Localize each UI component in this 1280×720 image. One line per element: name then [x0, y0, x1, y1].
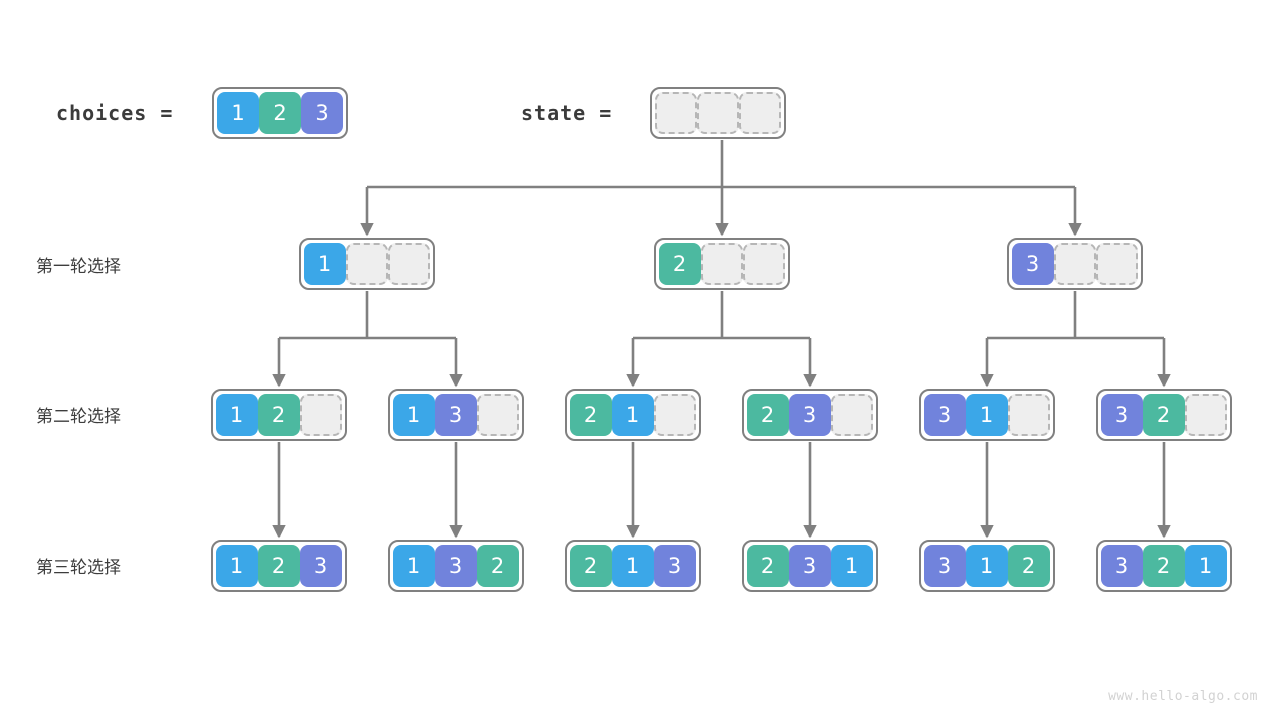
r1n3-cell-0: 3 [1011, 243, 1054, 285]
r3n1-cell-0: 1 [215, 545, 258, 587]
r2n3-cell-1: 1 [611, 394, 654, 436]
tree-node-r1n1: 1 [298, 238, 435, 290]
r2n1-cell-1: 2 [257, 394, 300, 436]
r3n4-cell-0: 2 [746, 545, 789, 587]
state-cell-1 [697, 92, 739, 134]
r2n1-cell-2 [299, 394, 342, 436]
watermark: www.hello-algo.com [1108, 689, 1258, 704]
r1n3-cell-2 [1095, 243, 1138, 285]
r3n1-cell-2: 3 [299, 545, 342, 587]
r1n2-cell-0: 2 [658, 243, 701, 285]
choices-label: choices = [56, 101, 174, 125]
r3n6-cell-2: 1 [1184, 545, 1227, 587]
r3n3-cell-2: 3 [653, 545, 696, 587]
choices-cell-2: 3 [301, 92, 343, 134]
r1n2-cell-2 [742, 243, 785, 285]
r2n6-cell-1: 2 [1142, 394, 1185, 436]
tree-node-r1n2: 2 [653, 238, 790, 290]
r2n4-cell-0: 2 [746, 394, 789, 436]
state-cell-0 [655, 92, 697, 134]
r3n6-cell-0: 3 [1100, 545, 1143, 587]
r1n1-cell-0: 1 [303, 243, 346, 285]
r3n5-cell-1: 1 [965, 545, 1008, 587]
r3n2-cell-1: 3 [434, 545, 477, 587]
r1n3-cell-1 [1053, 243, 1096, 285]
r2n3-cell-0: 2 [569, 394, 612, 436]
r2n5-cell-1: 1 [965, 394, 1008, 436]
r2n2-cell-1: 3 [434, 394, 477, 436]
r3n5-cell-0: 3 [923, 545, 966, 587]
choices-cell-0: 1 [217, 92, 259, 134]
r1n1-cell-1 [345, 243, 388, 285]
r2n5-cell-0: 3 [923, 394, 966, 436]
tree-node-r1n3: 3 [1006, 238, 1143, 290]
r3n2-cell-2: 2 [476, 545, 519, 587]
r1n1-cell-2 [387, 243, 430, 285]
r2n1-cell-0: 1 [215, 394, 258, 436]
r2n5-cell-2 [1007, 394, 1050, 436]
r3n3-cell-0: 2 [569, 545, 612, 587]
row-label-round3: 第三轮选择 [36, 558, 121, 578]
r3n4-cell-1: 3 [788, 545, 831, 587]
r3n6-cell-1: 2 [1142, 545, 1185, 587]
r2n2-cell-2 [476, 394, 519, 436]
r2n4-cell-1: 3 [788, 394, 831, 436]
r3n5-cell-2: 2 [1007, 545, 1050, 587]
r2n6-cell-0: 3 [1100, 394, 1143, 436]
r3n4-cell-2: 1 [830, 545, 873, 587]
state-label: state = [521, 101, 613, 125]
row-label-round2: 第二轮选择 [36, 407, 121, 427]
r2n4-cell-2 [830, 394, 873, 436]
r1n2-cell-1 [700, 243, 743, 285]
r3n2-cell-0: 1 [392, 545, 435, 587]
state-cell-2 [739, 92, 781, 134]
r3n1-cell-1: 2 [257, 545, 300, 587]
choices-cell-1: 2 [259, 92, 301, 134]
r3n3-cell-1: 1 [611, 545, 654, 587]
r2n6-cell-2 [1184, 394, 1227, 436]
row-label-round1: 第一轮选择 [36, 257, 121, 277]
state-array-node [650, 87, 786, 139]
r2n2-cell-0: 1 [392, 394, 435, 436]
r2n3-cell-2 [653, 394, 696, 436]
